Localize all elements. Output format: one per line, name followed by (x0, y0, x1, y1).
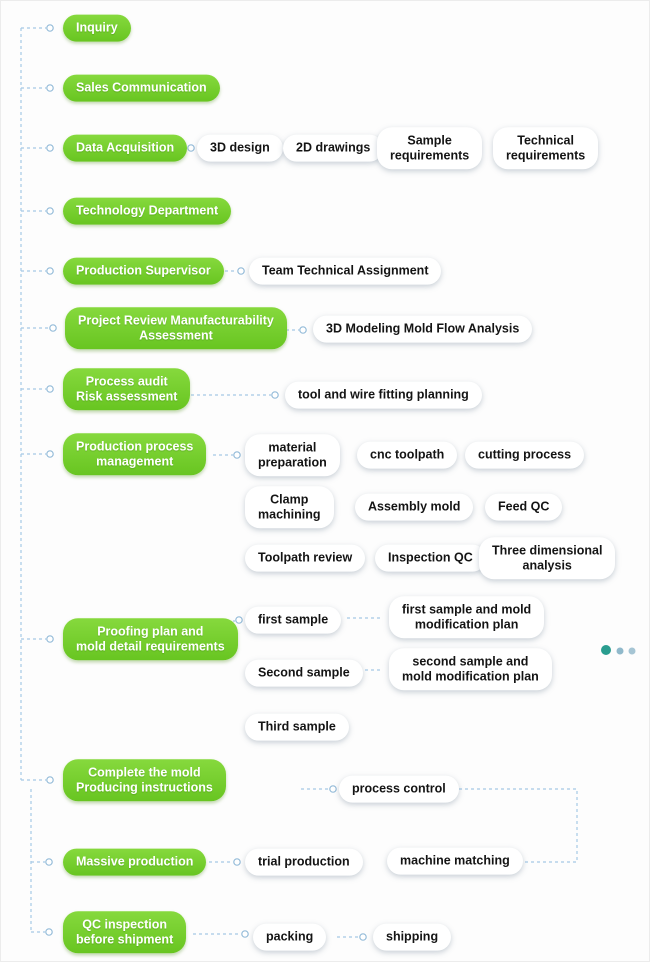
item-shipping: shipping (373, 923, 452, 951)
stage-qc-inspection: QC inspection before shipment (63, 911, 187, 953)
connector-node (46, 776, 54, 784)
connector-node (49, 324, 57, 332)
connector-node (359, 933, 367, 941)
item-3d-modeling-mold-flow: 3D Modeling Mold Flow Analysis (313, 315, 533, 343)
item-tool-wire-fitting: tool and wire fitting planning (285, 381, 482, 409)
dot-teal-icon (601, 645, 611, 655)
stage-complete-mold-instructions: Complete the mold Producing instructions (63, 759, 226, 801)
stage-sales-communication: Sales Communication (63, 74, 220, 102)
item-third-sample: Third sample (245, 713, 349, 741)
item-inspection-qc: Inspection QC (375, 544, 486, 572)
stage-technology-department: Technology Department (63, 197, 232, 225)
dot-light-icon (616, 647, 624, 655)
item-team-technical-assignment: Team Technical Assignment (249, 257, 442, 285)
item-clamp-machining: Clamp machining (245, 486, 334, 528)
stage-production-supervisor: Production Supervisor (63, 257, 224, 285)
item-trial-production: trial production (245, 848, 363, 876)
connector-node (46, 267, 54, 275)
item-second-sample: Second sample (245, 659, 363, 687)
item-assembly-mold: Assembly mold (355, 493, 474, 521)
connector-node (46, 84, 54, 92)
connector-node (235, 616, 243, 624)
stage-production-process-management: Production process management (63, 433, 207, 475)
item-machine-matching: machine matching (387, 847, 523, 875)
connector-node (241, 930, 249, 938)
stage-massive-production: Massive production (63, 848, 207, 876)
item-feed-qc: Feed QC (485, 493, 563, 521)
connector-node (237, 267, 245, 275)
connector-node (45, 928, 53, 936)
item-toolpath-review: Toolpath review (245, 544, 366, 572)
connector-node (46, 385, 54, 393)
dot-light-icon (628, 647, 636, 655)
stage-inquiry: Inquiry (63, 14, 131, 42)
item-packing: packing (253, 923, 327, 951)
connector-node (187, 144, 195, 152)
item-second-sample-mod-plan: second sample and mold modification plan (389, 648, 552, 690)
stage-project-review: Project Review Manufacturability Assessm… (65, 307, 287, 349)
item-technical-requirements: Technical requirements (493, 127, 599, 169)
item-process-control: process control (339, 775, 459, 803)
item-material-preparation: material preparation (245, 434, 340, 476)
item-first-sample: first sample (245, 606, 342, 634)
connector-node (233, 451, 241, 459)
connector-node (46, 144, 54, 152)
connector-node (299, 326, 307, 334)
item-first-sample-mod-plan: first sample and mold modification plan (389, 596, 545, 638)
item-three-dimensional-analysis: Three dimensional analysis (479, 537, 616, 579)
item-sample-requirements: Sample requirements (377, 127, 483, 169)
item-cutting-process: cutting process (465, 441, 585, 469)
ellipsis-dots (601, 645, 636, 655)
connector-node (329, 785, 337, 793)
connector-node (45, 858, 53, 866)
connector-node (233, 858, 241, 866)
connector-node (46, 635, 54, 643)
stage-data-acquisition: Data Acquisition (63, 134, 188, 162)
connector-node (46, 207, 54, 215)
connector-node (46, 450, 54, 458)
connector-node (271, 391, 279, 399)
stage-process-audit: Process audit Risk assessment (63, 368, 191, 410)
item-2d-drawings: 2D drawings (283, 134, 384, 162)
item-cnc-toolpath: cnc toolpath (357, 441, 458, 469)
connector-node (46, 24, 54, 32)
item-3d-design: 3D design (197, 134, 283, 162)
stage-proofing-plan: Proofing plan and mold detail requiremen… (63, 618, 238, 660)
